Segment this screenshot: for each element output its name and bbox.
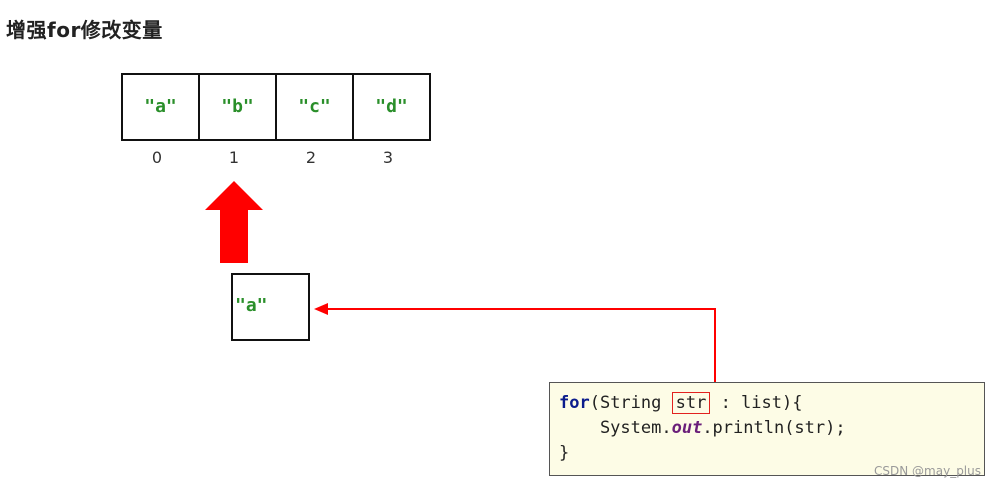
- code-line-1: for(String str : list){: [559, 391, 984, 416]
- array-index-0: 0: [151, 148, 163, 167]
- array-index-2: 2: [305, 148, 317, 167]
- code-keyword-for: for: [559, 393, 590, 413]
- code-text: : list){: [710, 393, 803, 413]
- up-arrow-icon: [205, 181, 263, 263]
- page-title: 增强for修改变量: [6, 18, 163, 42]
- code-block: for(String str : list){ System.out.print…: [549, 382, 985, 476]
- code-line-2: System.out.println(str);: [559, 416, 984, 441]
- array-cell-0: "a": [123, 75, 200, 139]
- variable-value: "a": [235, 295, 268, 316]
- connector-line: [322, 308, 716, 384]
- code-field-out: out: [671, 418, 703, 438]
- connector-arrowhead-icon: [314, 303, 328, 315]
- code-line-3: }: [559, 443, 570, 463]
- array-index-3: 3: [382, 148, 394, 167]
- code-text: System.: [559, 418, 672, 438]
- array-cell-1: "b": [200, 75, 277, 139]
- array-index-1: 1: [228, 148, 240, 167]
- watermark: CSDN @may_plus: [874, 464, 981, 478]
- variable-box: [231, 273, 310, 341]
- loop-variable-highlight: str: [671, 392, 711, 414]
- code-text: (String: [589, 393, 672, 413]
- code-text: .println(str);: [702, 418, 846, 438]
- variable-box-edge: [308, 273, 310, 341]
- array-cell-2: "c": [277, 75, 354, 139]
- array-cells: "a" "b" "c" "d": [121, 73, 431, 141]
- array-cell-3: "d": [375, 95, 408, 117]
